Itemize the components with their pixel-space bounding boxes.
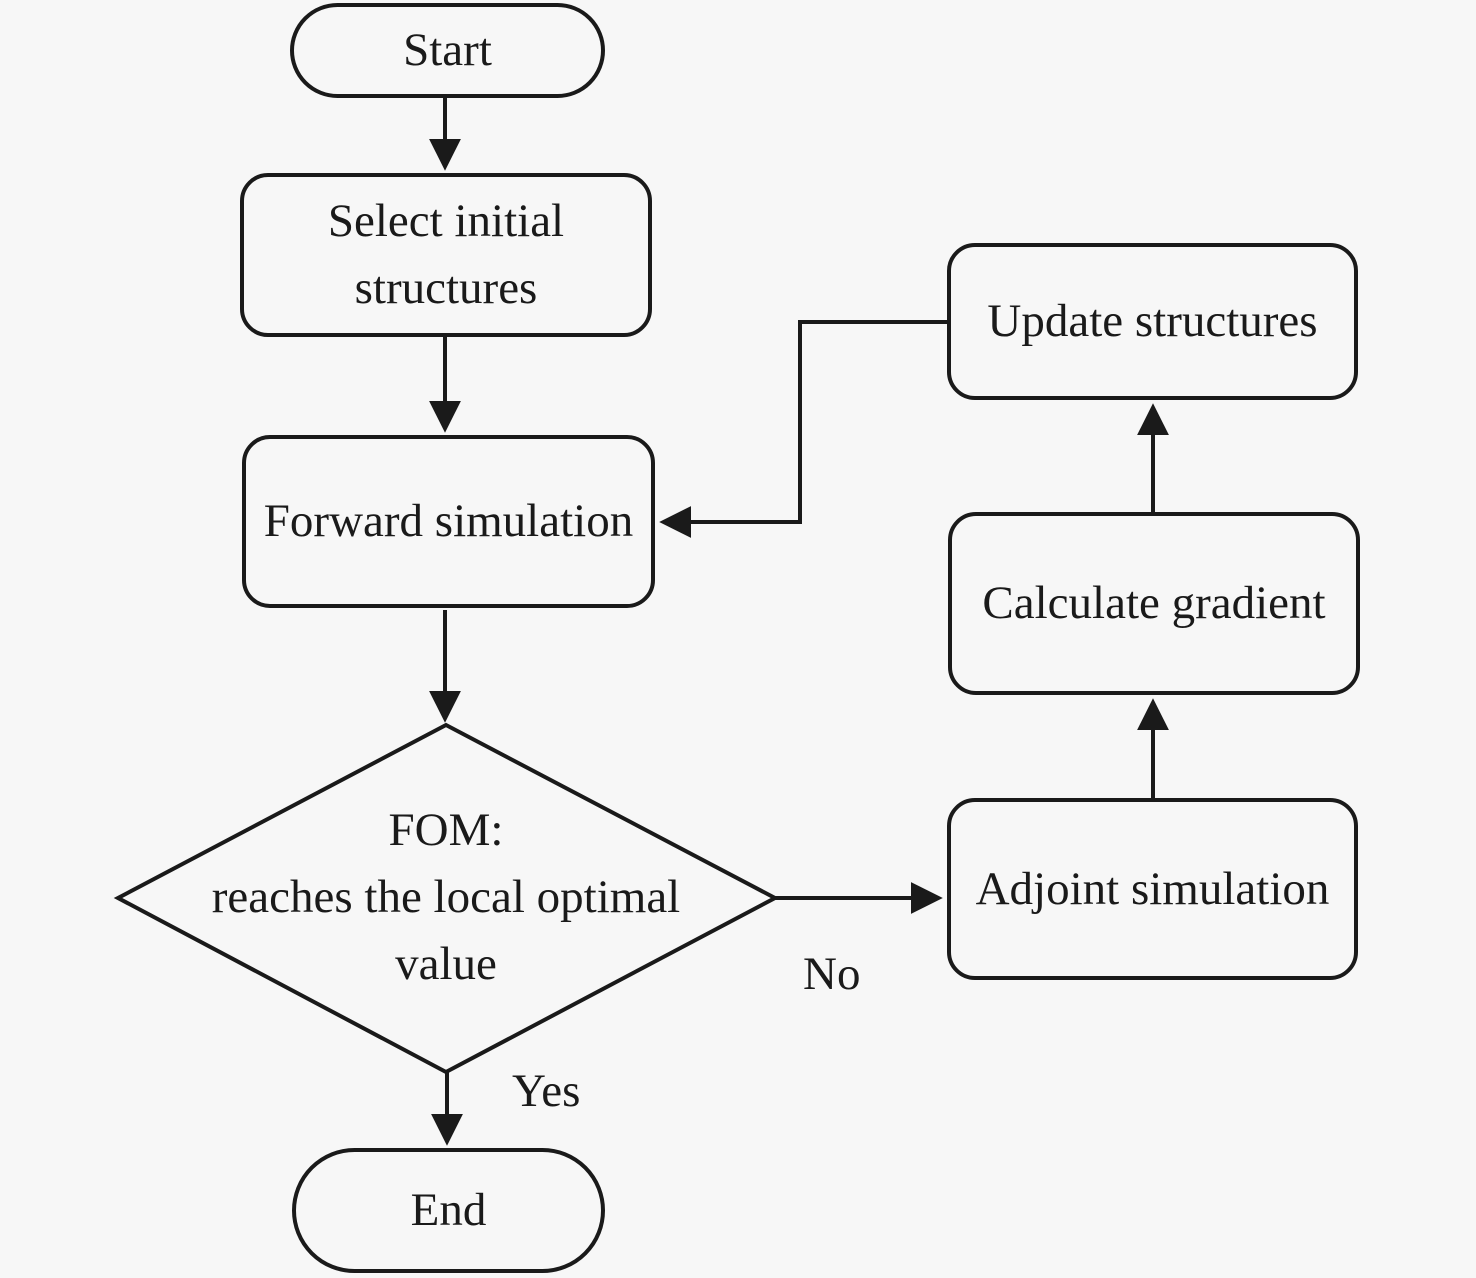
node-calculate-gradient: Calculate gradient [948,512,1360,695]
node-start-label: Start [403,24,492,77]
decision-line-1: FOM: [388,804,504,856]
node-calculate-label: Calculate gradient [982,577,1326,630]
node-adjoint-label: Adjoint simulation [975,862,1330,915]
node-update-structures: Update structures [947,243,1358,400]
node-start: Start [290,3,605,98]
edge-label-yes: Yes [512,1065,581,1117]
decision-line-2: reaches the local optimal [211,871,681,923]
edge-label-no: No [803,948,861,1000]
node-end: End [292,1148,605,1273]
node-select-label: Select initial structures [327,195,565,314]
node-end-label: End [410,1184,487,1237]
node-decision-label: FOM: reaches the local optimal value [118,797,774,998]
node-update-label: Update structures [987,295,1318,348]
node-adjoint-simulation: Adjoint simulation [947,798,1358,980]
node-forward-simulation: Forward simulation [242,435,655,608]
decision-line-3: value [395,938,497,990]
node-select-initial-structures: Select initial structures [240,173,652,337]
node-forward-label: Forward simulation [263,495,634,548]
edge-update-to-forward [659,320,947,538]
